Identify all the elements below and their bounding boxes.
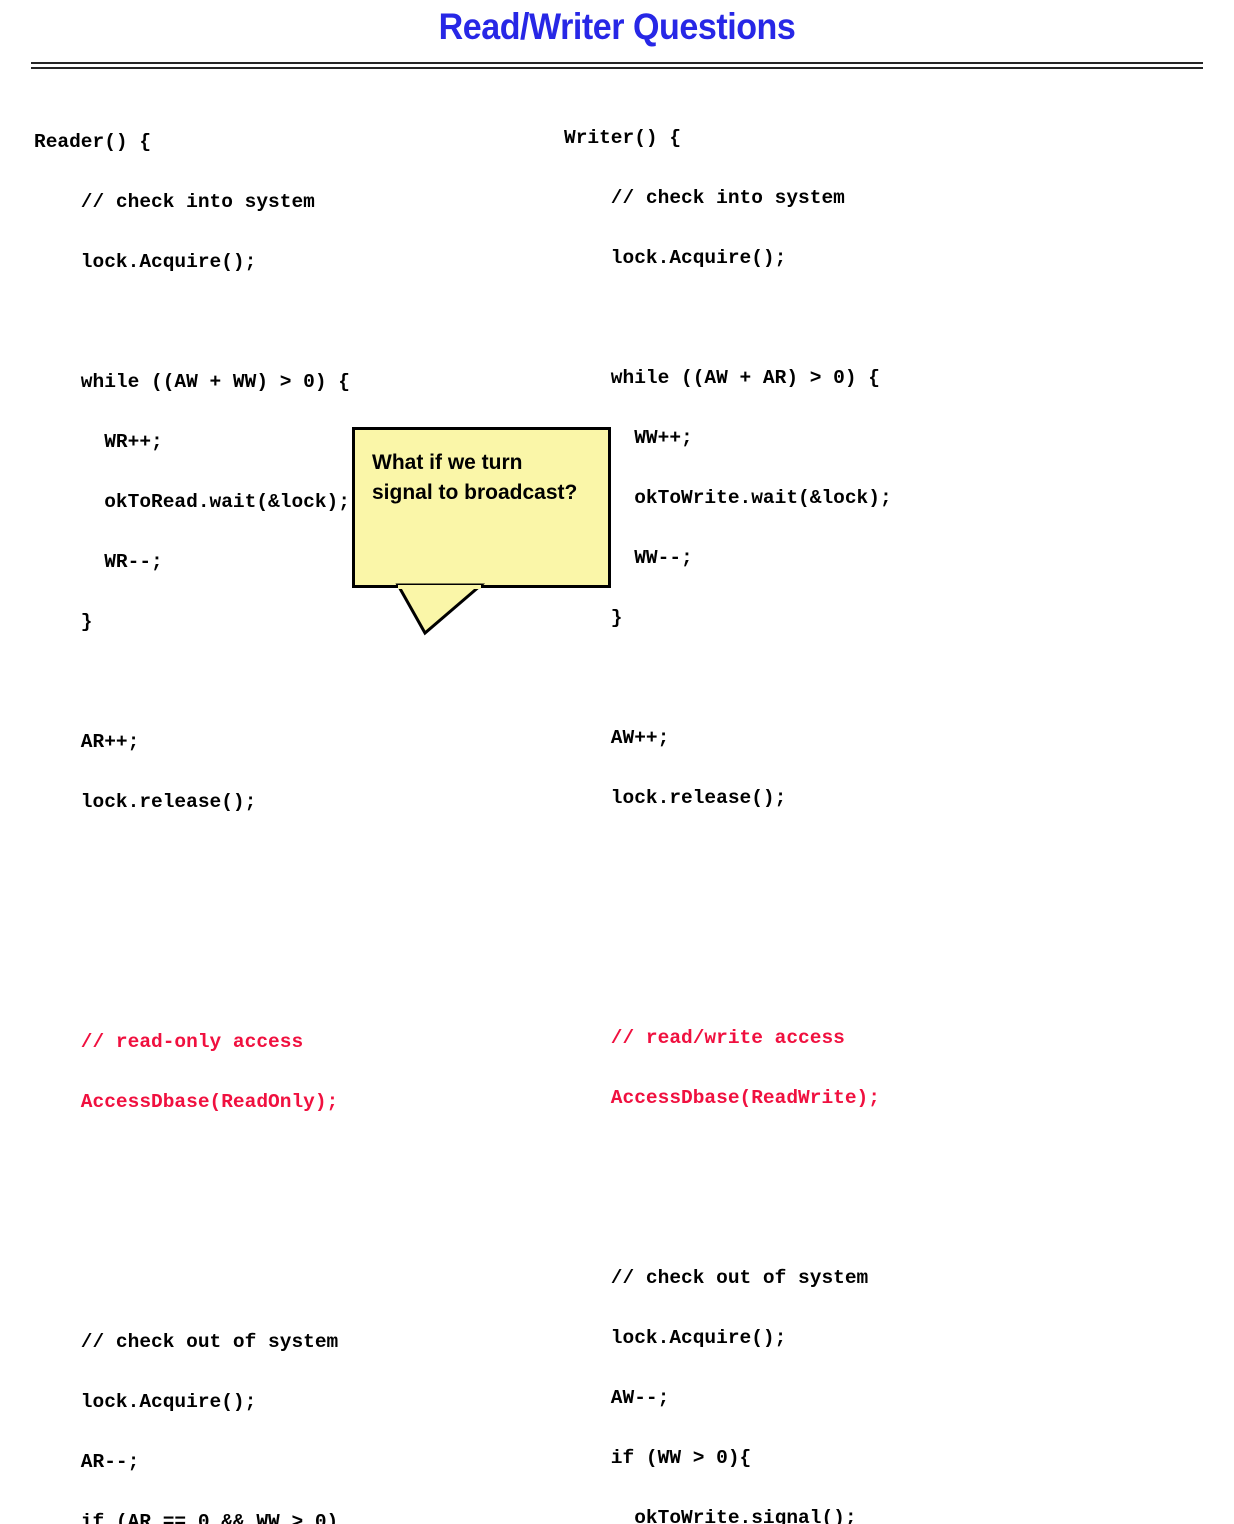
code-line: // check out of system — [34, 1331, 339, 1353]
code-line-blank — [34, 912, 362, 932]
code-line: lock.release(); — [34, 791, 257, 813]
code-line: lock.Acquire(); — [564, 247, 787, 269]
callout-tail-icon — [395, 583, 486, 636]
code-line-comment: // read-only access — [34, 1031, 304, 1053]
code-line: AR--; — [34, 1451, 140, 1473]
code-line: if (AR == 0 && WW > 0) — [34, 1511, 339, 1524]
page-title: Read/Writer Questions — [438, 6, 796, 47]
callout-text: What if we turn signal to broadcast? — [372, 451, 578, 504]
code-line: // check out of system — [564, 1267, 869, 1289]
code-line-blank — [564, 968, 892, 988]
code-line: } — [34, 611, 93, 633]
code-line: AR++; — [34, 731, 140, 753]
code-line-blank — [34, 972, 362, 992]
code-line-blank — [34, 312, 362, 332]
reader-code-block: Reader() { // check into system lock.Acq… — [34, 92, 362, 1524]
code-line: } — [564, 607, 623, 629]
code-line: while ((AW + WW) > 0) { — [34, 371, 350, 393]
code-line-blank — [564, 668, 892, 688]
code-line: // check into system — [564, 187, 845, 209]
code-line: WR++; — [34, 431, 163, 453]
code-line: Writer() { — [564, 127, 682, 149]
code-line-blank — [564, 848, 892, 868]
code-line-blank — [34, 852, 362, 872]
code-line-blank — [34, 1272, 362, 1292]
code-line: AW--; — [564, 1387, 670, 1409]
code-line: if (WW > 0){ — [564, 1447, 752, 1469]
code-line: okToWrite.wait(&lock); — [564, 487, 892, 509]
code-line: AW++; — [564, 727, 670, 749]
code-line: lock.Acquire(); — [34, 251, 257, 273]
code-line: okToRead.wait(&lock); — [34, 491, 350, 513]
code-line-blank — [34, 1152, 362, 1172]
callout-balloon: What if we turn signal to broadcast? — [352, 427, 611, 588]
code-line: WW--; — [564, 547, 693, 569]
code-line: // check into system — [34, 191, 315, 213]
code-line: lock.release(); — [564, 787, 787, 809]
code-line-accessdbase: AccessDbase(ReadOnly); — [34, 1091, 339, 1113]
code-line-blank — [564, 908, 892, 928]
code-line: WR--; — [34, 551, 163, 573]
divider-line-bottom — [31, 67, 1203, 69]
code-line: Reader() { — [34, 131, 152, 153]
code-line-blank — [34, 672, 362, 692]
code-line: lock.Acquire(); — [564, 1327, 787, 1349]
title-divider — [31, 62, 1203, 69]
divider-line-top — [31, 62, 1203, 64]
code-line: lock.Acquire(); — [34, 1391, 257, 1413]
code-line: while ((AW + AR) > 0) { — [564, 367, 880, 389]
code-line-blank — [564, 1208, 892, 1228]
code-line: okToWrite.signal(); — [564, 1507, 857, 1524]
code-line-blank — [34, 1212, 362, 1232]
code-line: WW++; — [564, 427, 693, 449]
code-line-blank — [564, 308, 892, 328]
code-line-blank — [564, 1148, 892, 1168]
writer-code-block: Writer() { // check into system lock.Acq… — [564, 88, 892, 1524]
code-line-accessdbase: AccessDbase(ReadWrite); — [564, 1087, 880, 1109]
code-line-comment: // read/write access — [564, 1027, 845, 1049]
callout-tail-triangle — [395, 583, 486, 636]
callout-tail-seam — [398, 585, 481, 589]
